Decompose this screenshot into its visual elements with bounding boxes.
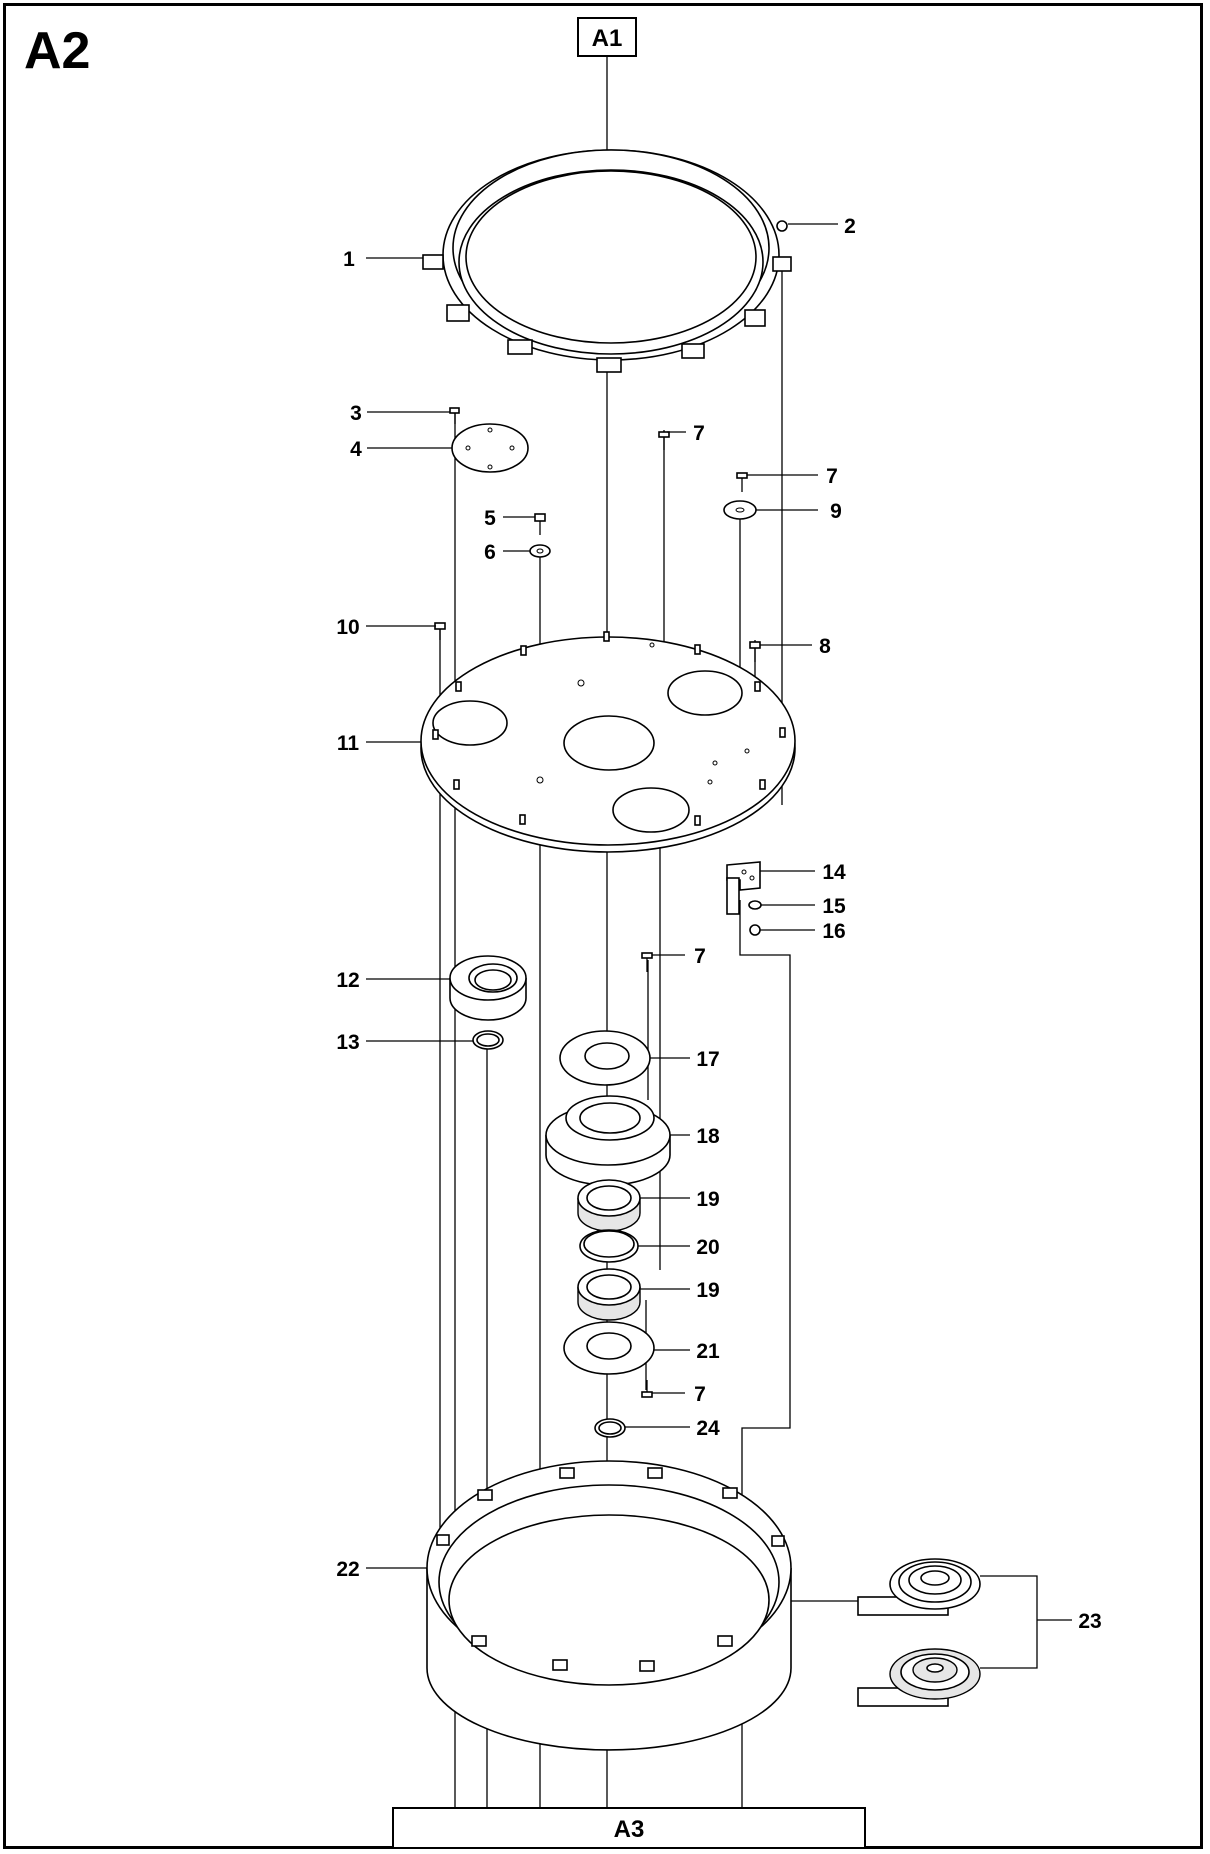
- callout-21: 21: [696, 1340, 720, 1363]
- part-23-tape-roll-lower[interactable]: [857, 1648, 981, 1707]
- part-7-screw-mid[interactable]: [641, 952, 653, 972]
- reference-box-bottom[interactable]: [392, 1807, 866, 1849]
- part-15-washer[interactable]: [748, 900, 762, 910]
- callout-17: 17: [696, 1048, 719, 1071]
- part-7-screw-lower[interactable]: [641, 1380, 653, 1398]
- part-14-bracket[interactable]: [726, 861, 761, 915]
- callout-7-right: 7: [826, 465, 838, 488]
- part-3-screw[interactable]: [449, 407, 460, 424]
- leader-lines: [366, 223, 1072, 1669]
- callout-22: 22: [336, 1558, 359, 1581]
- callout-8: 8: [819, 635, 831, 658]
- section-title: A2: [24, 22, 90, 80]
- part-6-washer[interactable]: [529, 544, 551, 558]
- callout-2: 2: [844, 215, 856, 238]
- part-19-bearing-upper[interactable]: [577, 1179, 641, 1232]
- callout-12: 12: [336, 969, 359, 992]
- part-12-bearing-housing[interactable]: [449, 955, 527, 1021]
- callout-18: 18: [696, 1125, 720, 1148]
- callout-3: 3: [350, 402, 362, 425]
- part-11-base-plate[interactable]: [420, 631, 796, 853]
- part-17-flange-plate[interactable]: [559, 1030, 651, 1086]
- part-4-cover-plate[interactable]: [451, 423, 529, 473]
- callout-10: 10: [336, 616, 359, 639]
- part-5-bolt[interactable]: [534, 513, 546, 535]
- part-18-bearing-flange[interactable]: [545, 1095, 671, 1186]
- callout-7-lower: 7: [694, 1383, 706, 1406]
- part-9-washer[interactable]: [723, 500, 757, 520]
- callout-15: 15: [822, 895, 846, 918]
- callout-16: 16: [822, 920, 845, 943]
- callout-19-lower: 19: [696, 1279, 719, 1302]
- callout-7-mid: 7: [694, 945, 706, 968]
- part-10-bolt[interactable]: [434, 622, 446, 640]
- reference-label-top: A1: [592, 25, 623, 52]
- part-23-tape-roll-upper[interactable]: [857, 1558, 981, 1616]
- part-22-drum-housing[interactable]: [426, 1460, 792, 1751]
- part-7-screw-right[interactable]: [736, 472, 748, 492]
- reference-label-bottom: A3: [614, 1816, 645, 1843]
- callout-20: 20: [696, 1236, 719, 1259]
- part-7-screw-upper[interactable]: [658, 431, 670, 450]
- callout-1: 1: [343, 248, 355, 271]
- callout-9: 9: [830, 500, 842, 523]
- part-21-retainer-plate[interactable]: [563, 1321, 655, 1375]
- callout-labels: 1 2 3 4 5 6 7 7 7 7 8 9 10 11 12 13 14 1…: [336, 215, 1101, 1633]
- part-13-o-ring[interactable]: [472, 1030, 504, 1050]
- part-8-bolt[interactable]: [749, 641, 761, 662]
- callout-23: 23: [1078, 1610, 1101, 1633]
- part-20-spacer-ring[interactable]: [579, 1229, 639, 1263]
- callout-7-upper: 7: [693, 422, 705, 445]
- callout-5: 5: [484, 507, 496, 530]
- callout-13: 13: [336, 1031, 359, 1054]
- part-19-bearing-lower[interactable]: [577, 1268, 641, 1321]
- callout-14: 14: [822, 861, 846, 884]
- part-24-circlip[interactable]: [594, 1418, 626, 1438]
- callout-19-upper: 19: [696, 1188, 719, 1211]
- part-16-nut[interactable]: [749, 924, 761, 936]
- callout-11: 11: [337, 732, 360, 755]
- part-1-top-ring[interactable]: [422, 149, 792, 373]
- callout-4: 4: [350, 438, 362, 461]
- callout-6: 6: [484, 541, 496, 564]
- callout-24: 24: [696, 1417, 720, 1440]
